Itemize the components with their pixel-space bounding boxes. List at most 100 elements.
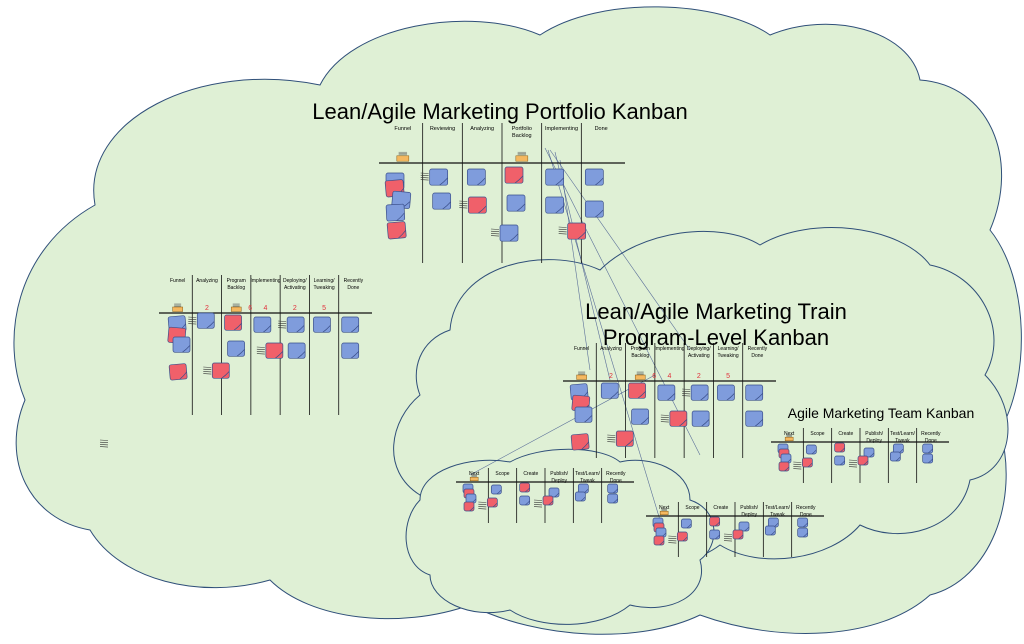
portfolio-board-motion-lines [558, 226, 567, 235]
team-board-left-col-3-label: Deploy [551, 478, 567, 484]
team-board-right-card-fold [807, 462, 813, 468]
team-board-left-card-fold [469, 506, 475, 512]
team-board-right-col-4-label: Test/Learn/ [890, 431, 915, 437]
program-right-board-card-body [669, 410, 688, 427]
team-board-bottom-card-fold [802, 522, 808, 528]
team-board-bottom-card-body [709, 529, 721, 540]
portfolio-board-motion-lines-stroke [459, 207, 468, 209]
team-board-right-card-body [801, 457, 813, 468]
portfolio-board-card-fold [595, 209, 604, 218]
program-left-board-card [313, 316, 331, 333]
team-board-right-card [863, 447, 875, 458]
team-board-left-motion-lines-stroke [478, 501, 487, 503]
portfolio-board-card [385, 203, 406, 222]
team-board-bottom-motion-lines-stroke [723, 538, 733, 540]
program-left-board-card-fold [236, 349, 245, 357]
team-board-bottom-motion-lines-stroke [723, 540, 733, 542]
program-right-board-card [570, 433, 590, 451]
program-right-board-card-body [717, 384, 735, 401]
stray-motion-lines-stroke [99, 441, 109, 443]
team-board-left-card [490, 484, 502, 495]
program-left-board-col-4-label: Deploying/ [283, 278, 307, 284]
portfolio-board-backlog-icon-tray [515, 155, 529, 162]
program-left-board-card [253, 316, 272, 333]
team-board-left-card-body [607, 493, 619, 504]
portfolio-board-card-fold [477, 177, 486, 186]
program-title-line1: Lean/Agile Marketing Train [585, 299, 847, 324]
program-left-board-card-body [286, 316, 305, 333]
team-board-left-card-body [607, 483, 619, 494]
program-left-board-wip-limit: 2 [293, 305, 297, 312]
team-board-right-motion-lines-stroke [848, 466, 858, 468]
team-board-right-card-fold [927, 448, 933, 454]
team-board-left-card-body [463, 501, 475, 512]
team-board-bottom-card-body [797, 527, 809, 538]
team-board-left-card [486, 497, 498, 508]
program-right-board-card [669, 410, 688, 427]
team-board-bottom-motion-lines-stroke [668, 540, 677, 542]
team-board-left-col-0-label: Next [469, 471, 480, 477]
team-board-bottom-col-5-label: Recently [796, 505, 816, 511]
team-board-right-col-1-label: Scope [810, 431, 824, 437]
team-board-bottom-card-body [764, 525, 776, 536]
team-board-right-motion-lines-stroke [793, 466, 802, 468]
team-board-left-card [519, 495, 531, 506]
portfolio-board-card-body [432, 192, 452, 210]
program-title-line2: Program-Level Kanban [603, 325, 829, 350]
program-right-board-card [615, 430, 634, 447]
program-left-board-card-fold [350, 351, 359, 359]
program-left-board-card-fold [263, 325, 272, 333]
team-board-right-motion-lines [848, 459, 858, 468]
program-left-board-col-5-label: Learning/ [314, 278, 335, 284]
program-left-board-card-body [211, 362, 230, 379]
portfolio-board-card-fold [442, 201, 451, 210]
portfolio-board-card-body [584, 168, 604, 186]
team-board-right-backlog-icon-tray [784, 436, 794, 442]
team-board-bottom-col-0-label: Next [659, 505, 670, 511]
portfolio-board-card [506, 194, 526, 212]
program-right-board-motion-lines-stroke [660, 416, 669, 418]
program-right-board-backlog-icon [634, 371, 646, 380]
portfolio-board-col-2-label: Analyzing [470, 126, 494, 132]
team-board-bottom-motion-lines-stroke [668, 542, 677, 544]
connector-lines [469, 147, 701, 521]
team-board-right-card [922, 453, 934, 464]
portfolio-board-card [429, 168, 449, 186]
program-right-board-card [631, 408, 649, 425]
team-board-bottom-col-1-label: Scope [685, 505, 699, 511]
team-board-bottom-card-fold [659, 540, 665, 546]
program-left-board-card-fold [275, 351, 284, 359]
program-left-board-card-body [265, 342, 284, 359]
program-left-board-motion-lines-stroke [256, 351, 265, 353]
program-left-board-card [211, 362, 230, 379]
portfolio-board-col-3-label: Portfolio [512, 126, 532, 132]
portfolio-board-card-fold [396, 212, 405, 221]
team-board-right-card [801, 457, 813, 468]
program-left-board-motion-lines-stroke [256, 346, 265, 348]
program-right-board-card [745, 410, 764, 427]
program-left-board-col-5-label: Tweaking [314, 285, 335, 291]
portfolio-board-card-body [506, 194, 526, 212]
program-left-board-wip-limit: 5 [322, 305, 326, 312]
team-board-left-card-fold [580, 496, 586, 502]
program-right-board-card-fold [701, 419, 710, 427]
program-right-board-motion-lines-stroke [607, 434, 616, 436]
program-right-board-card [690, 384, 709, 401]
team-board-right-card-body [778, 461, 790, 472]
team-board-left-card-fold [612, 498, 618, 504]
connector-line [549, 149, 691, 351]
team-cloud [405, 448, 715, 625]
team-board-right-motion-lines-stroke [848, 459, 858, 461]
program-left-board-motion-lines [256, 346, 265, 355]
program-left-board-motion-lines [203, 366, 212, 375]
stray-motion-lines-stroke [99, 444, 109, 446]
team-board-right-card-body [805, 444, 817, 455]
program-right-board-backlog-icon-tray [576, 374, 587, 380]
stray-motion-lines-stroke [99, 439, 109, 441]
team-board-bottom-motion-lines-stroke [723, 533, 733, 535]
portfolio-board-motion-lines-stroke [490, 230, 500, 232]
team-board-left-card-body [548, 487, 560, 498]
